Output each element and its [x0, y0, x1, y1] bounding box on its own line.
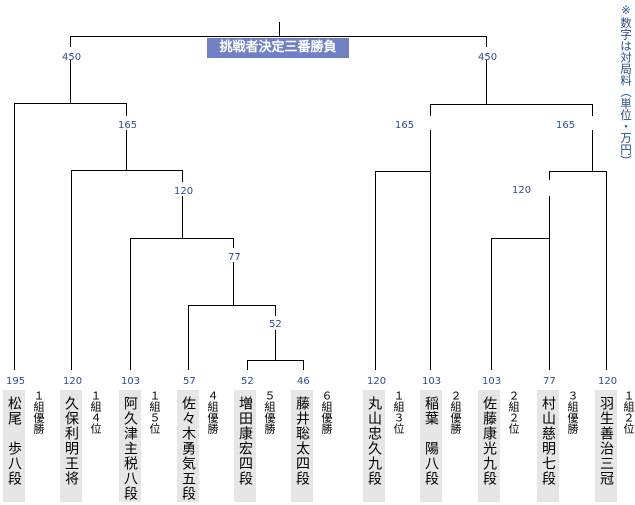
player-qualification: １組２位 — [622, 390, 635, 434]
player-fee: 46 — [297, 376, 310, 387]
player-fee: 120 — [367, 376, 386, 387]
player-name: 稲葉 陽八段 — [420, 390, 442, 502]
fee-l-r3: 52 — [269, 319, 282, 330]
player-name: 佐藤康光九段 — [478, 390, 500, 502]
player-qualification: ２組優勝 — [449, 390, 462, 434]
player-name: 久保利明王将 — [60, 390, 82, 502]
player-name: 羽生善治三冠 — [595, 390, 617, 502]
player-name: 阿久津主税八段 — [119, 390, 141, 502]
player-fee: 103 — [121, 376, 140, 387]
fee-r-semi-right: 165 — [556, 120, 575, 131]
fee-final-right: 450 — [478, 52, 497, 63]
player-name: 佐々木勇気五段 — [177, 390, 199, 502]
fee-l-semi-right: 165 — [118, 120, 137, 131]
player-name: 松尾 歩八段 — [3, 390, 25, 502]
bracket-title: 挑戦者決定三番勝負 — [207, 38, 349, 58]
player-fee: 120 — [598, 376, 617, 387]
player-qualification: ５組優勝 — [263, 390, 276, 434]
fee-l-r1: 120 — [174, 186, 193, 197]
fee-l-r2: 77 — [228, 252, 241, 263]
fee-note: ※数字は対局料（単位・万円） — [619, 3, 633, 167]
fee-r-semi-left: 165 — [395, 120, 414, 131]
player-fee: 103 — [422, 376, 441, 387]
fee-r-r1: 120 — [512, 185, 531, 196]
player-qualification: ２組２位 — [507, 390, 520, 434]
player-name: 増田康宏四段 — [234, 390, 256, 502]
player-qualification: ３組優勝 — [566, 390, 579, 434]
player-fee: 195 — [6, 376, 25, 387]
player-qualification: １組４位 — [89, 390, 102, 434]
player-fee: 52 — [241, 376, 254, 387]
player-fee: 57 — [183, 376, 196, 387]
player-name: 村山慈明七段 — [537, 390, 559, 502]
fee-final-left: 450 — [62, 52, 81, 63]
player-name: 藤井聡太四段 — [291, 390, 313, 502]
player-qualification: １組３位 — [392, 390, 405, 434]
player-qualification: １組優勝 — [32, 390, 45, 434]
player-qualification: １組５位 — [148, 390, 161, 434]
player-qualification: ６組優勝 — [320, 390, 333, 434]
player-fee: 103 — [482, 376, 501, 387]
player-fee: 77 — [543, 376, 556, 387]
player-fee: 120 — [63, 376, 82, 387]
player-name: 丸山忠久九段 — [363, 390, 385, 502]
player-qualification: ４組優勝 — [206, 390, 219, 434]
